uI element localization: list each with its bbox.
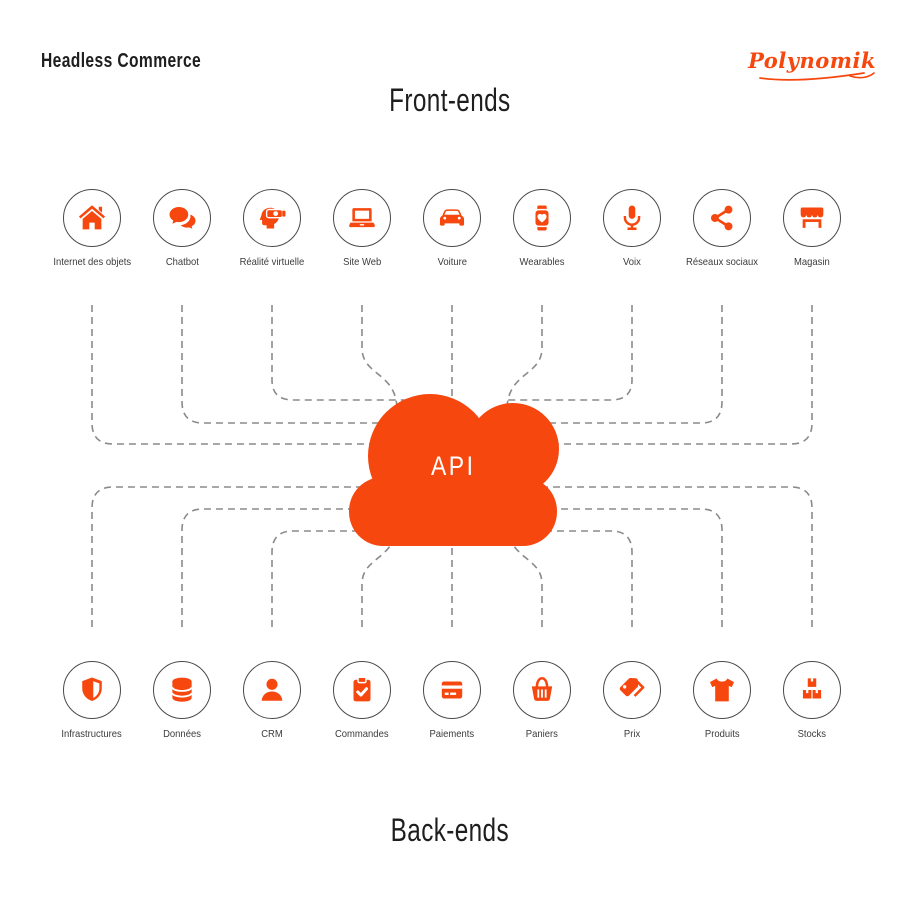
storefront-icon	[800, 207, 824, 228]
chat-bubbles-icon	[169, 206, 197, 232]
microphone-icon	[623, 205, 641, 231]
tshirt-icon	[709, 678, 735, 702]
node-label: Voiture	[437, 256, 467, 268]
brand-logo-text: Polynomik	[748, 48, 876, 73]
backend-node-donnees: Données	[132, 661, 232, 740]
frontend-node-site-web: Site Web	[312, 189, 412, 268]
icon-circle	[603, 189, 661, 247]
node-label: Magasin	[794, 256, 830, 268]
icon-circle	[693, 189, 751, 247]
icon-circle	[513, 661, 571, 719]
icon-circle	[603, 661, 661, 719]
vr-headset-icon	[259, 207, 286, 229]
share-nodes-icon	[710, 205, 733, 231]
icon-circle	[423, 189, 481, 247]
icon-circle	[243, 661, 301, 719]
home-icon	[78, 205, 106, 230]
frontend-node-chatbot: Chatbot	[132, 189, 232, 268]
icon-circle	[153, 661, 211, 719]
car-icon	[439, 209, 465, 226]
frontend-node-voix: Voix	[582, 189, 682, 268]
node-label: Wearables	[519, 256, 565, 268]
node-label: Infrastructures	[61, 728, 123, 740]
user-icon	[261, 678, 283, 701]
node-label: Site Web	[342, 256, 382, 268]
node-label: CRM	[261, 728, 283, 740]
node-label: Stocks	[797, 728, 827, 740]
node-label: Données	[163, 728, 201, 740]
backend-node-commandes: Commandes	[312, 661, 412, 740]
backend-node-stocks: Stocks	[762, 661, 862, 740]
backend-node-paiements: Paiements	[402, 661, 502, 740]
smartwatch-heart-icon	[534, 205, 550, 231]
node-label: Commandes	[335, 728, 389, 740]
back-ends-heading: Back-ends	[390, 812, 510, 848]
frontend-node-wearables: Wearables	[492, 189, 592, 268]
backend-node-infrastructures: Infrastructures	[42, 661, 142, 740]
brand-logo: Polynomik	[748, 48, 876, 82]
page-title: Headless Commerce	[41, 50, 202, 72]
node-label: Internet des objets	[53, 256, 131, 268]
icon-circle	[243, 189, 301, 247]
icon-circle	[333, 661, 391, 719]
node-label: Voix	[623, 256, 641, 268]
backend-node-produits: Produits	[672, 661, 772, 740]
icon-circle	[63, 189, 121, 247]
backend-node-prix: Prix	[582, 661, 682, 740]
api-cloud-label: API	[430, 451, 476, 481]
icon-circle	[333, 189, 391, 247]
frontend-node-internet-des-objets: Internet des objets	[42, 189, 142, 268]
basket-icon	[531, 676, 553, 701]
node-label: Réseaux sociaux	[686, 256, 758, 268]
frontend-node-magasin: Magasin	[762, 189, 862, 268]
shield-icon	[82, 677, 102, 702]
icon-circle	[513, 189, 571, 247]
node-label: Paiements	[429, 728, 475, 740]
icon-circle	[63, 661, 121, 719]
icon-circle	[783, 661, 841, 719]
icon-circle	[423, 661, 481, 719]
node-label: Produits	[704, 728, 740, 740]
price-tags-icon	[619, 677, 645, 697]
node-label: Réalité virtuelle	[239, 256, 305, 268]
api-cloud	[349, 394, 559, 546]
frontend-node-realite-virtuelle: Réalité virtuelle	[222, 189, 322, 268]
clipboard-check-icon	[353, 676, 371, 702]
front-ends-heading: Front-ends	[389, 82, 511, 118]
logo-swash	[759, 72, 875, 81]
database-icon	[171, 677, 193, 702]
frontend-node-reseaux-sociaux: Réseaux sociaux	[672, 189, 772, 268]
backend-node-crm: CRM	[222, 661, 322, 740]
laptop-icon	[349, 208, 375, 228]
frontend-node-voiture: Voiture	[402, 189, 502, 268]
credit-card-icon	[441, 681, 463, 699]
stacked-boxes-icon	[802, 678, 822, 699]
node-label: Chatbot	[165, 256, 199, 268]
node-label: Prix	[623, 728, 641, 740]
icon-circle	[693, 661, 751, 719]
backend-node-paniers: Paniers	[492, 661, 592, 740]
icon-circle	[783, 189, 841, 247]
node-label: Paniers	[525, 728, 559, 740]
icon-circle	[153, 189, 211, 247]
